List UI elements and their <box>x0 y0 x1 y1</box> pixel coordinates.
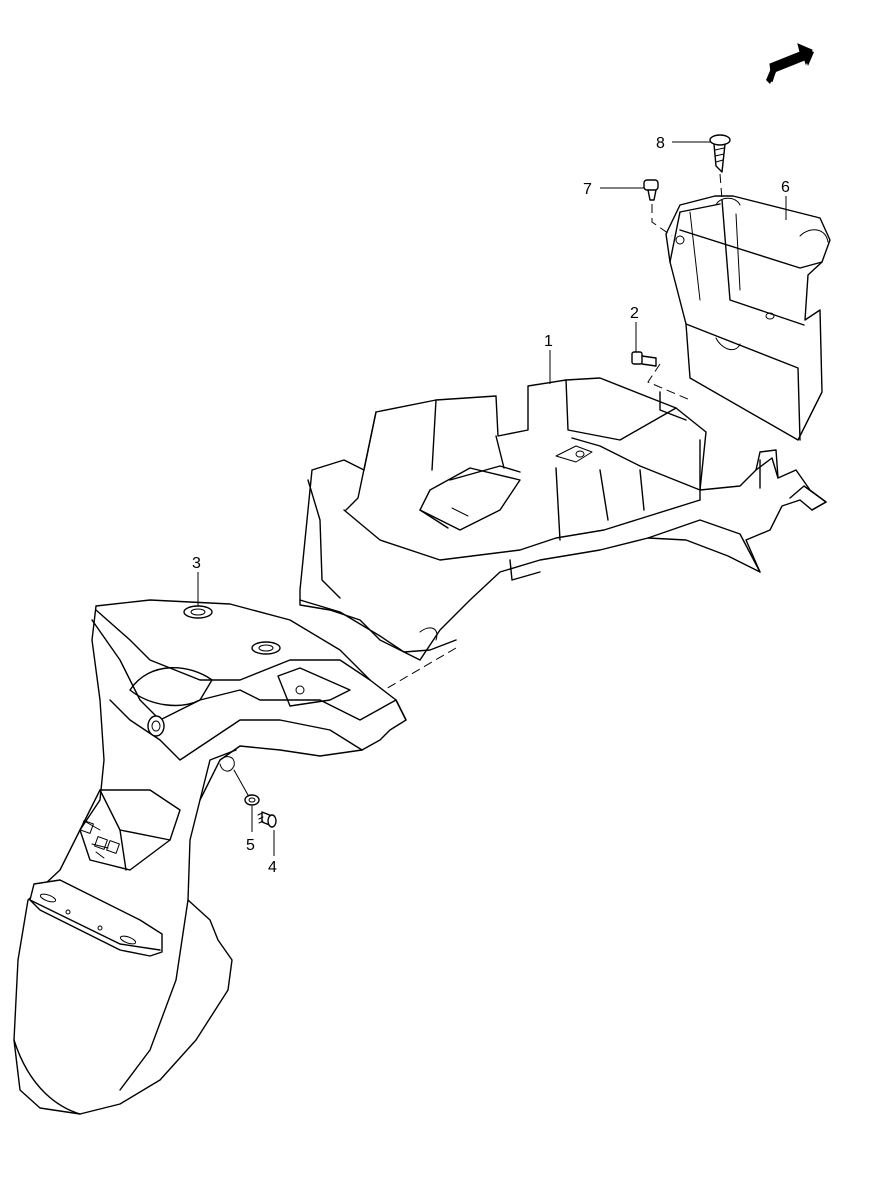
callout-1: 1 <box>544 333 553 350</box>
fwd-badge: FWD <box>766 43 814 85</box>
callout-8: 8 <box>656 135 665 152</box>
part-2-bolt <box>631 351 691 401</box>
forward-arrow-icon <box>766 43 814 84</box>
part-3-rear-fender <box>13 599 407 1115</box>
callout-5: 5 <box>246 837 255 854</box>
callout-4: 4 <box>268 859 277 876</box>
callout-3: 3 <box>192 555 201 572</box>
callout-leaders <box>197 141 787 856</box>
callout-2: 2 <box>630 305 639 322</box>
part-1-inner-fender <box>299 377 827 661</box>
callout-6: 6 <box>781 179 790 196</box>
callout-labels: 1 2 3 4 5 6 7 8 <box>192 135 790 876</box>
part-4-screw <box>257 811 277 828</box>
part-5-washer <box>233 769 260 806</box>
callout-7: 7 <box>583 181 592 198</box>
part-8-screw <box>709 134 731 201</box>
part-6-box <box>665 195 831 441</box>
part-7-clip <box>643 179 673 237</box>
